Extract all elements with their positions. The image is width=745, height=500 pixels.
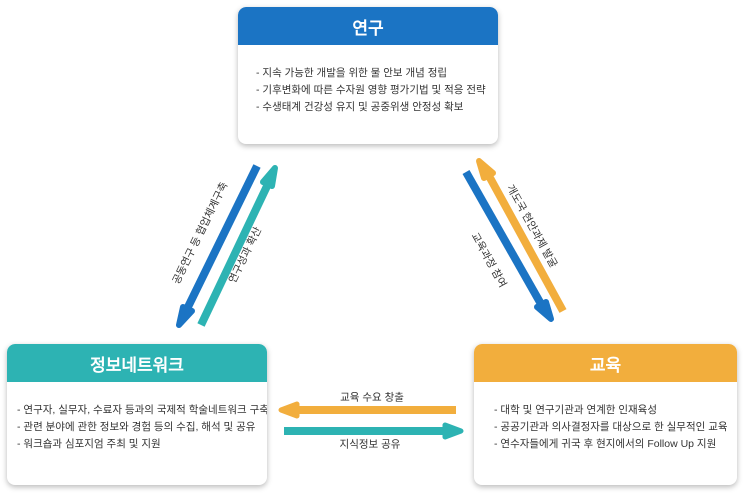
- research-box: 연구 - 지속 가능한 개발을 위한 물 안보 개념 정립 - 기후변화에 따른…: [238, 7, 498, 144]
- arrow-network-to-research: [197, 165, 278, 327]
- label-education-to-network: 교육 수요 창출: [340, 391, 404, 404]
- research-title: 연구: [238, 7, 498, 45]
- education-item: - 대학 및 연구기관과 연계한 인재육성: [494, 404, 657, 416]
- network-item: - 관련 분야에 관한 정보와 경험 등의 수집, 해석 및 공유: [17, 421, 256, 433]
- arrow-network-to-education: [284, 422, 464, 440]
- network-box: 정보네트워크 - 연구자, 실무자, 수료자 등과의 국제적 학술네트워크 구축…: [7, 344, 267, 485]
- research-item: - 수생태계 건강성 유지 및 공중위생 안정성 확보: [256, 101, 464, 113]
- research-item: - 기후변화에 따른 수자원 영향 평가기법 및 적응 전략: [256, 84, 486, 96]
- network-item: - 워크숍과 심포지엄 주최 및 지원: [17, 438, 161, 450]
- education-title: 교육: [474, 344, 737, 382]
- arrow-research-to-network: [176, 164, 261, 328]
- arrow-education-to-research: [476, 158, 567, 313]
- label-network-to-education: 지식정보 공유: [339, 438, 401, 451]
- network-item: - 연구자, 실무자, 수료자 등과의 국제적 학술네트워크 구축: [17, 404, 267, 416]
- arrow-education-to-network: [278, 401, 456, 419]
- research-list: - 지속 가능한 개발을 위한 물 안보 개념 정립 - 기후변화에 따른 수자…: [238, 45, 498, 116]
- network-list: - 연구자, 실무자, 수료자 등과의 국제적 학술네트워크 구축 - 관련 분…: [7, 382, 267, 453]
- education-item: - 연수자들에게 귀국 후 현지에서의 Follow Up 지원: [494, 438, 717, 450]
- research-item: - 지속 가능한 개발을 위한 물 안보 개념 정립: [256, 67, 448, 79]
- education-box: 교육 - 대학 및 연구기관과 연계한 인재육성 - 공공기관과 의사결정자를 …: [474, 344, 737, 485]
- network-title: 정보네트워크: [7, 344, 267, 382]
- education-item: - 공공기관과 의사결정자를 대상으로 한 실무적인 교육: [494, 421, 728, 433]
- arrow-research-to-education: [462, 170, 554, 322]
- education-list: - 대학 및 연구기관과 연계한 인재육성 - 공공기관과 의사결정자를 대상으…: [474, 382, 737, 453]
